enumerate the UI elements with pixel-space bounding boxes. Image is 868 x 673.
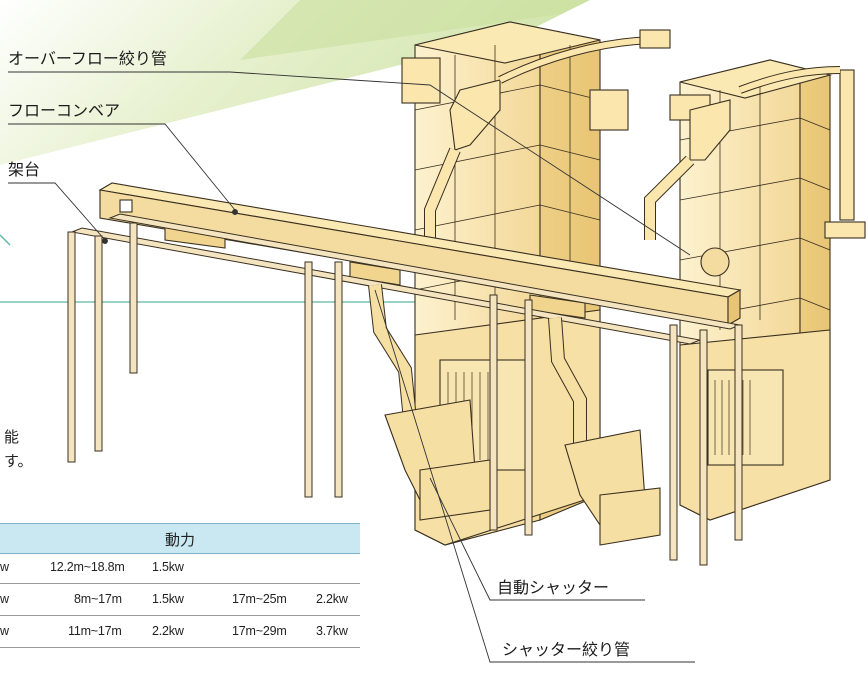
- table-cell: 2.2kw: [152, 624, 184, 638]
- table-cell: 11m~17m: [68, 624, 122, 638]
- header-banner-highlight: [240, 0, 590, 60]
- label-shutter-pipe: シャッター絞り管: [502, 640, 631, 659]
- table-cell: 17m~25m: [232, 592, 287, 606]
- table-header: 動力: [0, 523, 360, 554]
- table-row: w 11m~17m 2.2kw 17m~29m 3.7kw: [0, 617, 360, 648]
- table-cell: w: [0, 592, 9, 606]
- table-header-label: 動力: [164, 531, 195, 549]
- power-table: 動力 w 12.2m~18.8m 1.5kw w 8m~17m 1.5kw 17…: [0, 523, 360, 653]
- table-cell: w: [0, 624, 9, 638]
- body-text-fragment-1: 能: [4, 428, 20, 446]
- label-flow-conveyor: フローコンベア: [8, 101, 121, 120]
- table-cell: 2.2kw: [316, 592, 348, 606]
- table-cell: 8m~17m: [74, 592, 122, 606]
- support-stand: [67, 213, 743, 566]
- body-text-fragment-2: す。: [4, 452, 33, 470]
- dryer-tower-right: [679, 59, 833, 521]
- overflow-pipes: [401, 29, 866, 250]
- table-cell: 3.7kw: [316, 624, 348, 638]
- table-cell: w: [0, 560, 9, 574]
- label-stand: 架台: [8, 160, 41, 179]
- table-cell: 17m~29m: [232, 624, 287, 638]
- table-cell: 1.5kw: [152, 560, 184, 574]
- table-row: w 12.2m~18.8m 1.5kw: [0, 553, 360, 584]
- table-cell: 12.2m~18.8m: [50, 560, 125, 574]
- table-cell: 1.5kw: [152, 592, 184, 606]
- label-auto-shutter: 自動シャッター: [497, 578, 610, 597]
- table-row: w 8m~17m 1.5kw 17m~25m 2.2kw: [0, 585, 360, 616]
- label-overflow-pipe: オーバーフロー絞り管: [8, 49, 167, 68]
- leader-lines: [8, 71, 695, 663]
- divider-accent: [0, 234, 11, 246]
